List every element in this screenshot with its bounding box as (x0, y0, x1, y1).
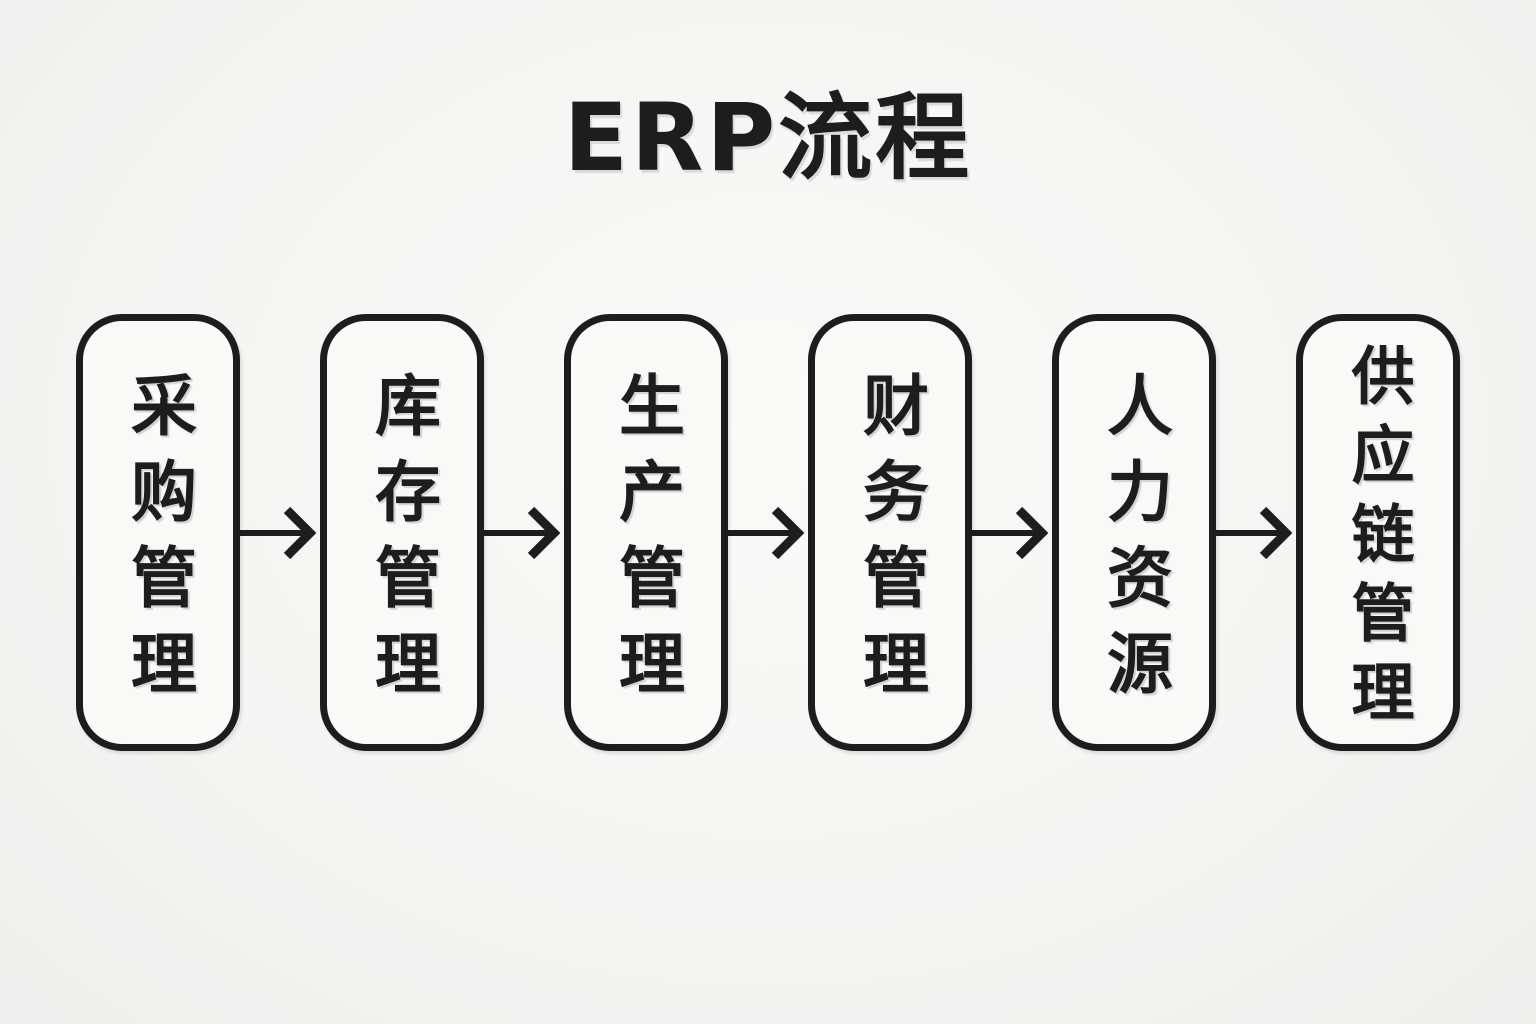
arrow-right-icon (728, 506, 805, 559)
connector (1216, 314, 1296, 751)
connector (484, 314, 564, 751)
flow-row: 采购管理 库存管理 生产管理 财务管理 (76, 314, 1460, 751)
flow-node-label: 人力资源 (1096, 370, 1173, 715)
flow-node-label: 库存管理 (364, 370, 441, 715)
arrow-right-icon (240, 506, 317, 559)
flow-node-label: 财务管理 (852, 370, 929, 715)
flow-node-label: 生产管理 (608, 370, 685, 715)
arrow-right-icon (1216, 506, 1293, 559)
arrow-right-icon (972, 506, 1049, 559)
flow-node-finance: 财务管理 (808, 314, 972, 751)
flow-node-procurement: 采购管理 (76, 314, 240, 751)
flow-node-human-resources: 人力资源 (1052, 314, 1216, 751)
flow-node-label: 供应链管理 (1341, 343, 1415, 738)
flow-node-production: 生产管理 (564, 314, 728, 751)
connector (972, 314, 1052, 751)
flow-node-supply-chain: 供应链管理 (1296, 314, 1460, 751)
flow-node-label: 采购管理 (120, 370, 197, 715)
arrow-right-icon (484, 506, 561, 559)
flow-node-inventory: 库存管理 (320, 314, 484, 751)
connector (240, 314, 320, 751)
page-title: ERP流程 (563, 84, 973, 193)
connector (728, 314, 808, 751)
